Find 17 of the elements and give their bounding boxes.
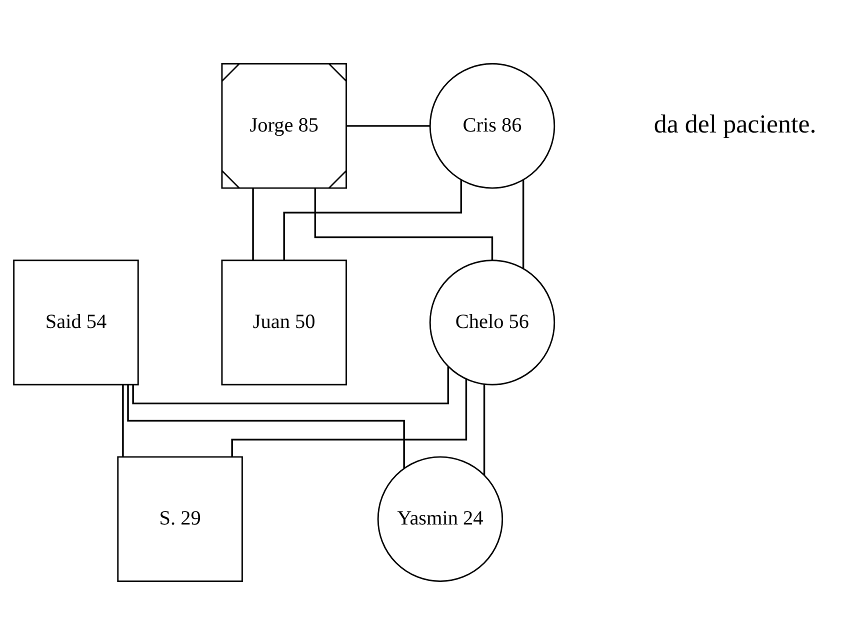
node-box: Juan 50 — [221, 259, 347, 385]
connector — [483, 384, 486, 475]
connector — [346, 124, 430, 126]
node-box: Said 54 — [13, 259, 139, 385]
connector — [231, 378, 468, 456]
connector — [252, 188, 254, 260]
node-circle: Yasmin 24 — [377, 456, 504, 582]
connector — [283, 179, 462, 260]
label: da del paciente. — [654, 108, 816, 138]
connector — [127, 384, 405, 468]
connector — [314, 188, 494, 260]
connector — [522, 180, 524, 268]
connector — [132, 366, 450, 404]
node-circle: Chelo 56 — [429, 259, 556, 385]
connector — [122, 384, 124, 456]
node-box: S. 29 — [117, 456, 243, 582]
node-circle: Cris 86 — [429, 62, 556, 188]
